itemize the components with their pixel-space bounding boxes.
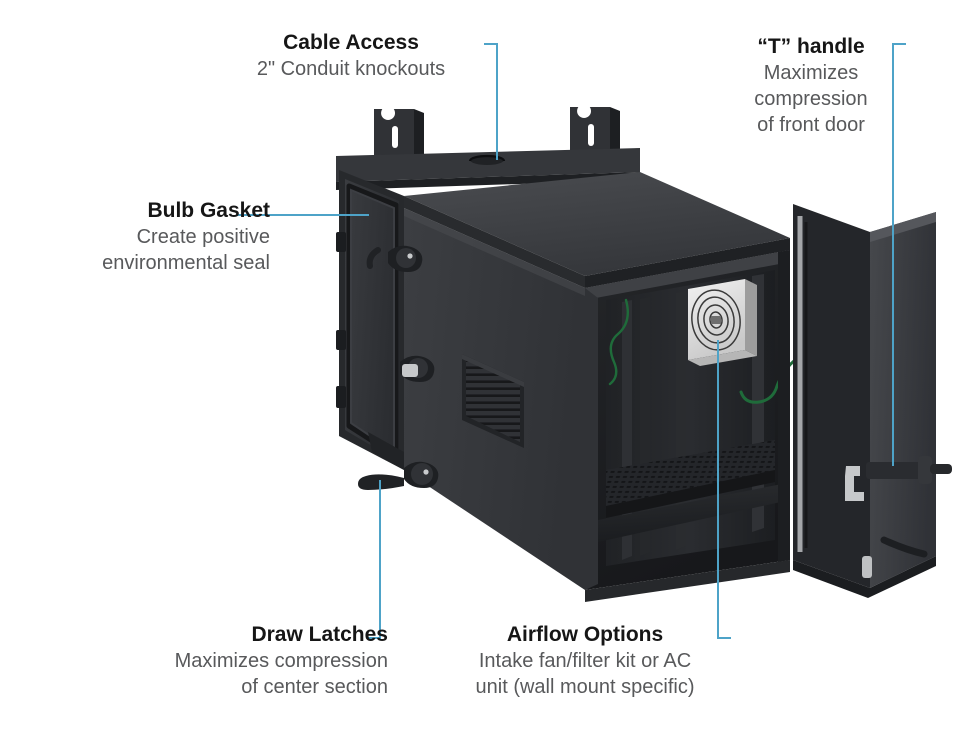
callout-subtext-line: Create positive: [136, 226, 270, 248]
leader-airflow: [717, 340, 731, 639]
callout-heading: Bulb Gasket: [147, 199, 270, 222]
draw-latch: [400, 355, 435, 382]
conduit-knockout-icon: [468, 154, 506, 165]
callout-airflow-options: Airflow Options Intake fan/filter kit or…: [430, 622, 740, 700]
callout-t-handle: “T” handle Maximizes compression of fron…: [716, 34, 906, 138]
callout-bulb-gasket: Bulb Gasket Create positive environmenta…: [20, 198, 270, 276]
callout-heading: “T” handle: [757, 35, 865, 58]
enclosure-top-panel: [404, 172, 790, 288]
callout-subtext-line: unit (wall mount specific): [475, 676, 695, 698]
callout-heading: Draw Latches: [251, 623, 388, 646]
ground-wire: [608, 298, 629, 386]
callout-subtext-line: Intake fan/filter kit or AC: [478, 650, 692, 672]
leader-draw-latches: [367, 480, 381, 639]
draw-latch: [358, 461, 439, 490]
callout-heading: Cable Access: [283, 31, 419, 54]
callout-subtext-line: 2" Conduit knockouts: [256, 58, 446, 80]
intake-fan-filter: [688, 279, 757, 366]
callout-cable-access: Cable Access 2" Conduit knockouts: [206, 30, 496, 82]
callout-draw-latches: Draw Latches Maximizes compression of ce…: [88, 622, 388, 700]
enclosure-interior: [585, 250, 801, 590]
leader-t-handle: [892, 43, 906, 466]
callout-subtext-line: Maximizes: [763, 62, 859, 84]
leader-cable-access: [484, 43, 498, 160]
top-mounting-rail: [336, 148, 640, 190]
front-door: [793, 204, 936, 598]
enclosure-front-frame: [585, 250, 790, 602]
callout-subtext-line: environmental seal: [102, 252, 270, 274]
callout-subtext-line: Maximizes compression: [174, 650, 388, 672]
callout-heading: Airflow Options: [506, 623, 664, 646]
callout-subtext-line: of center section: [241, 676, 388, 698]
t-handle-latch: [845, 456, 952, 578]
left-side-door: [336, 170, 404, 470]
louvered-vent-panel: [462, 354, 524, 448]
callout-subtext-line: compression: [754, 88, 868, 110]
draw-latch: [366, 245, 423, 272]
callout-subtext-line: of front door: [757, 114, 865, 136]
leader-lines: [237, 43, 906, 639]
